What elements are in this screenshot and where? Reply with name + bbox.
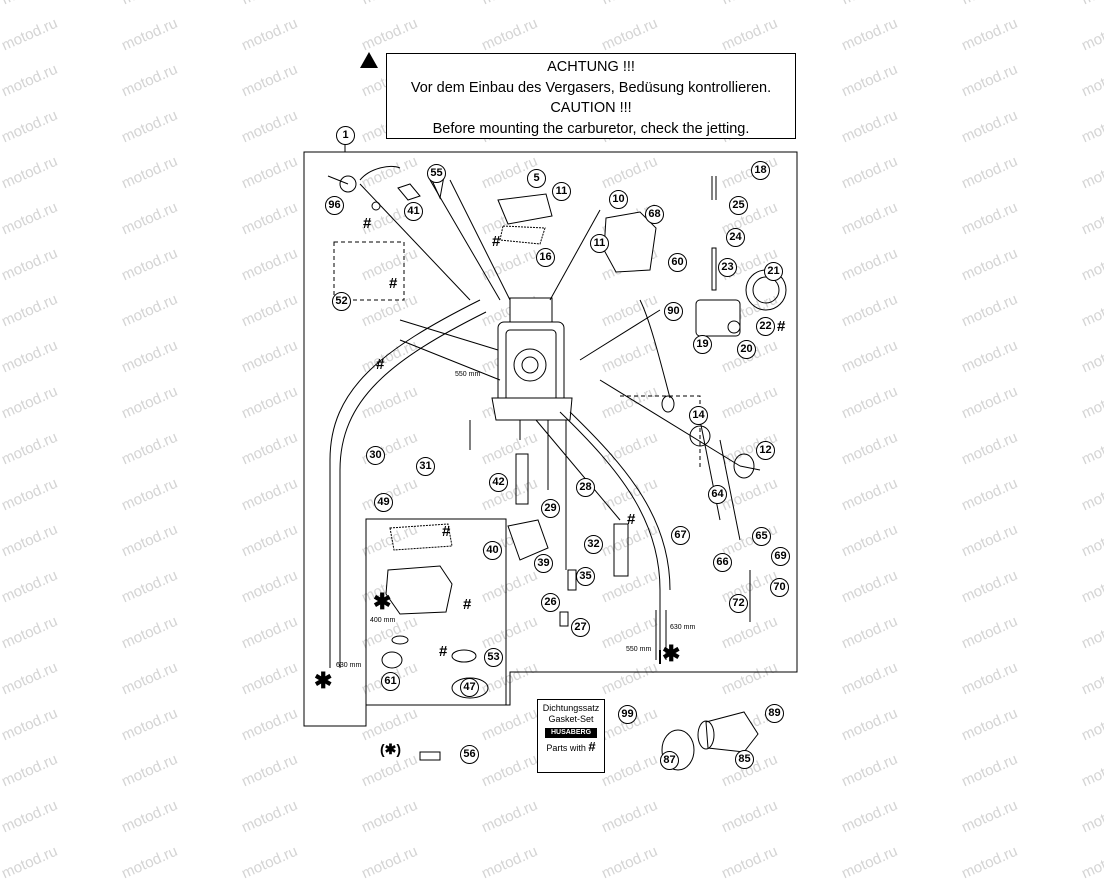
callout-55: 55 xyxy=(427,164,446,183)
watermark-text: motod.ru xyxy=(1079,842,1104,882)
warning-box: ACHTUNG !!! Vor dem Einbau des Vergasers… xyxy=(386,53,796,139)
watermark-text: motod.ru xyxy=(479,842,541,882)
gasket-set-label-de: Dichtungssatz xyxy=(542,703,600,713)
callout-89: 89 xyxy=(765,704,784,723)
brand-logo: HUSABERG xyxy=(545,728,597,738)
callout-61: 61 xyxy=(381,672,400,691)
callout-66: 66 xyxy=(713,553,732,572)
callout-90: 90 xyxy=(664,302,683,321)
callout-28: 28 xyxy=(576,478,595,497)
watermark-text: motod.ru xyxy=(0,842,61,882)
callout-65: 65 xyxy=(752,527,771,546)
hash-mark: # xyxy=(463,596,472,613)
callout-16: 16 xyxy=(536,248,555,267)
hash-mark: # xyxy=(588,739,596,754)
watermark-text: motod.ru xyxy=(239,842,301,882)
callout-99: 99 xyxy=(618,705,637,724)
hash-mark: # xyxy=(363,215,372,232)
callout-10: 10 xyxy=(609,190,628,209)
parts-with-label: Parts with # xyxy=(538,739,604,754)
warning-triangle-icon xyxy=(360,52,378,68)
callout-49: 49 xyxy=(374,493,393,512)
callout-42: 42 xyxy=(489,473,508,492)
callout-23: 23 xyxy=(718,258,737,277)
dimension-550mm: 550 mm xyxy=(626,646,652,653)
watermark-text: motod.ru xyxy=(599,842,661,882)
hash-mark: # xyxy=(777,318,786,335)
callout-21: 21 xyxy=(764,262,783,281)
warning-text-en: Before mounting the carburetor, check th… xyxy=(432,120,750,137)
callout-64: 64 xyxy=(708,485,727,504)
watermark-text: motod.ru xyxy=(359,842,421,882)
callout-72: 72 xyxy=(729,594,748,613)
asterisk-mark: ✱ xyxy=(373,589,392,614)
hash-mark: # xyxy=(376,356,385,373)
callout-11: 11 xyxy=(552,182,571,201)
watermark-text: motod.ru xyxy=(119,842,181,882)
carburetor-exploded-view xyxy=(303,142,798,771)
callout-26: 26 xyxy=(541,593,560,612)
dimension-550mm: 550 mm xyxy=(455,371,481,378)
callout-96: 96 xyxy=(325,196,344,215)
callout-85: 85 xyxy=(735,750,754,769)
hash-mark: # xyxy=(627,511,636,528)
callout-35: 35 xyxy=(576,567,595,586)
callout-70: 70 xyxy=(770,578,789,597)
callout-40: 40 xyxy=(483,541,502,560)
watermark-text: motod.ru xyxy=(719,842,781,882)
asterisk-mark: ✱ xyxy=(662,641,681,666)
callout-14: 14 xyxy=(689,406,708,425)
callout-19: 19 xyxy=(693,335,712,354)
callout-20: 20 xyxy=(737,340,756,359)
warning-text-de: Vor dem Einbau des Vergasers, Bedüsung k… xyxy=(410,79,772,96)
callout-12: 12 xyxy=(756,441,775,460)
hash-mark: # xyxy=(492,233,501,250)
dimension-630mm: 630 mm xyxy=(670,624,696,631)
callout-27: 27 xyxy=(571,618,590,637)
callout-47: 47 xyxy=(460,678,479,697)
hash-mark: # xyxy=(439,643,448,660)
callout-11: 11 xyxy=(590,234,609,253)
warning-title-de: ACHTUNG !!! xyxy=(547,59,635,75)
dimension-400mm: 400 mm xyxy=(370,617,396,624)
callout-53: 53 xyxy=(484,648,503,667)
callout-56: 56 xyxy=(460,745,479,764)
callout-30: 30 xyxy=(366,446,385,465)
callout-87: 87 xyxy=(660,751,679,770)
callout-1: 1 xyxy=(336,126,355,145)
hash-mark: # xyxy=(442,523,451,540)
hash-mark: # xyxy=(389,275,398,292)
callout-22: 22 xyxy=(756,317,775,336)
callout-32: 32 xyxy=(584,535,603,554)
callout-41: 41 xyxy=(404,202,423,221)
gasket-set-label-en: Gasket-Set xyxy=(548,714,594,724)
callout-5: 5 xyxy=(527,169,546,188)
callout-52: 52 xyxy=(332,292,351,311)
callout-69: 69 xyxy=(771,547,790,566)
callout-39: 39 xyxy=(534,554,553,573)
callout-24: 24 xyxy=(726,228,745,247)
gasket-set-box: Dichtungssatz Gasket-Set HUSABERG Parts … xyxy=(537,699,605,773)
warning-title-en: CAUTION !!! xyxy=(550,100,632,116)
asterisk-legend: (✱) xyxy=(380,741,402,757)
callout-31: 31 xyxy=(416,457,435,476)
parts-with-text: Parts with xyxy=(546,743,586,753)
watermark-text: motod.ru xyxy=(959,842,1021,882)
watermark-text: motod.ru xyxy=(839,842,901,882)
callout-67: 67 xyxy=(671,526,690,545)
callout-60: 60 xyxy=(668,253,687,272)
callout-18: 18 xyxy=(751,161,770,180)
callout-25: 25 xyxy=(729,196,748,215)
dimension-630mm: 630 mm xyxy=(336,662,362,669)
asterisk-mark: ✱ xyxy=(314,668,333,693)
callout-29: 29 xyxy=(541,499,560,518)
callout-68: 68 xyxy=(645,205,664,224)
